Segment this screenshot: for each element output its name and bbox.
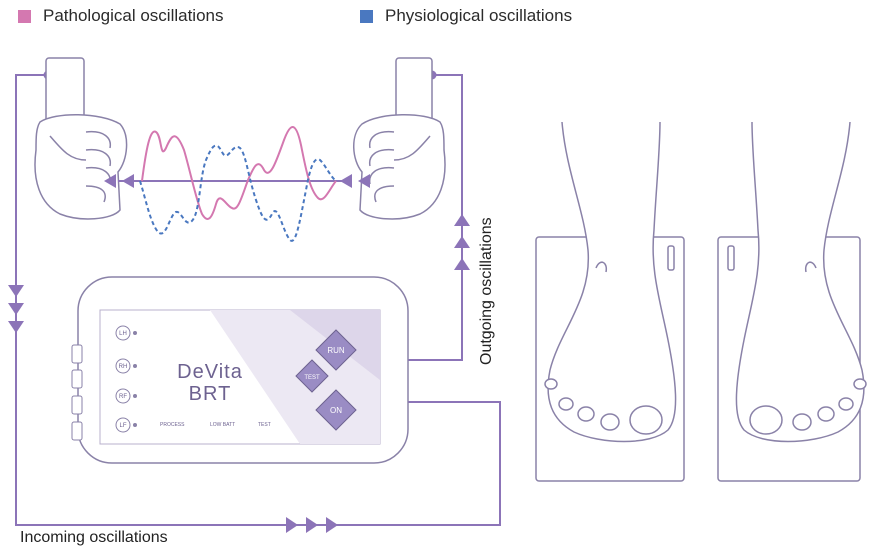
legend-pathological-label: Pathological oscillations — [43, 6, 224, 25]
left-hand — [34, 57, 128, 220]
channel-rh: RH — [119, 364, 128, 370]
channel-lf: LF — [119, 423, 126, 429]
physiological-swatch — [360, 9, 373, 23]
test-label: TEST — [304, 375, 320, 381]
physiological-wave — [139, 144, 337, 242]
legend-physiological: Physiological oscillations — [360, 6, 572, 26]
incoming-circuit — [15, 74, 501, 526]
brand-brt: BRT — [189, 383, 232, 405]
channel-rf: RF — [119, 394, 127, 400]
incoming-arrows-right — [286, 517, 338, 533]
brand-devita: DeVita — [177, 361, 243, 383]
pathological-swatch — [18, 9, 31, 23]
left-fist — [34, 114, 128, 220]
incoming-oscillations-caption: Incoming oscillations — [20, 529, 168, 546]
test-button[interactable]: TEST — [295, 359, 329, 393]
run-button[interactable]: RUN — [315, 329, 357, 371]
pathological-wave — [141, 126, 337, 220]
outgoing-arrows-up — [454, 214, 470, 270]
left-foot — [544, 121, 677, 443]
run-label: RUN — [327, 346, 345, 355]
on-button[interactable]: ON — [315, 389, 357, 431]
outgoing-oscillations-caption: Outgoing oscillations — [478, 217, 495, 365]
channel-lh: LH — [119, 331, 127, 337]
legend-pathological: Pathological oscillations — [18, 6, 224, 26]
legend-physiological-label: Physiological oscillations — [385, 6, 573, 25]
oscillation-waves — [104, 126, 370, 242]
right-hand — [353, 57, 446, 220]
devita-device: LH RH RF LF DeVita BRT PROCESS LOW BATT … — [71, 276, 409, 464]
right-fist — [353, 114, 446, 220]
right-foot — [735, 121, 867, 443]
indicator-test: TEST — [258, 422, 271, 428]
on-label: ON — [330, 406, 342, 415]
indicator-process: PROCESS — [160, 422, 185, 428]
incoming-arrows-down — [8, 285, 24, 333]
indicator-low-batt: LOW BATT — [210, 422, 235, 428]
